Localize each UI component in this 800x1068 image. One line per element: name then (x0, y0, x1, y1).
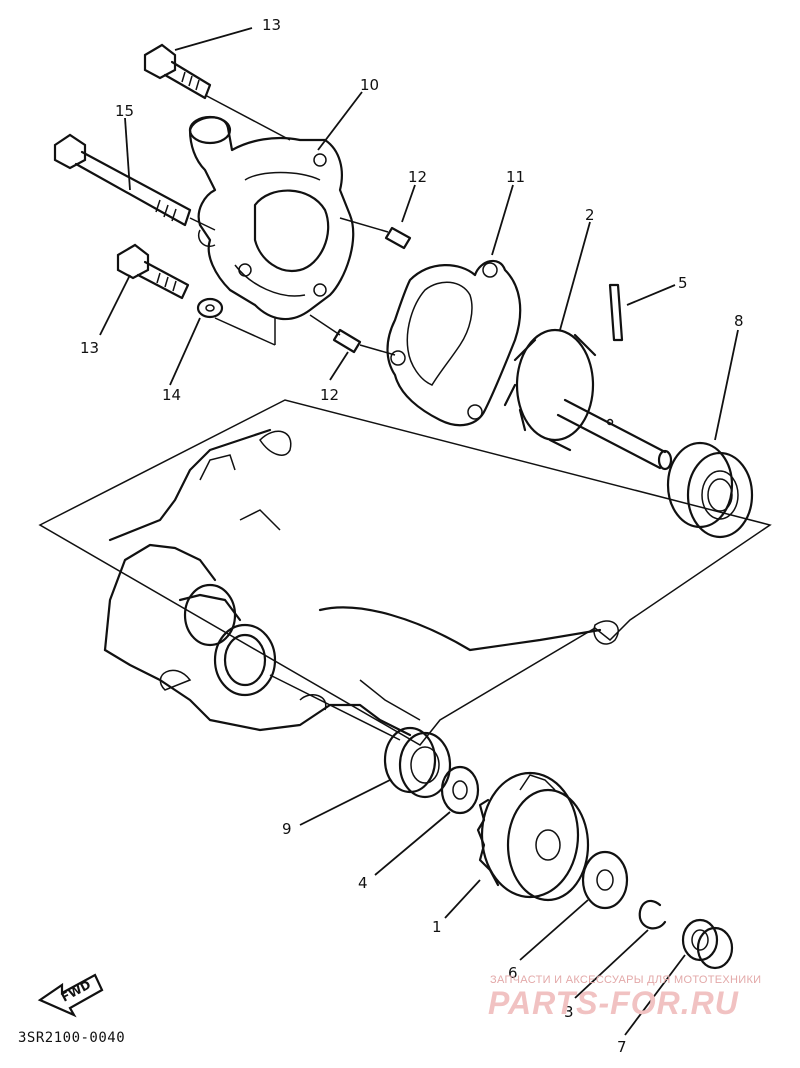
dowel-pin-12-bottom (332, 328, 362, 354)
watermark-tagline: ЗАПЧАСТИ И АКСЕССУАРЫ ДЛЯ МОТОТЕХНИКИ (490, 974, 762, 986)
callout-14: 14 (162, 386, 181, 404)
collar-7 (681, 918, 734, 970)
callout-1: 1 (432, 918, 442, 936)
callout-12-top: 12 (408, 168, 427, 186)
callout-7: 7 (617, 1038, 627, 1056)
washer-14 (196, 297, 224, 319)
callout-8: 8 (734, 312, 744, 330)
callout-5: 5 (678, 274, 688, 292)
gear-1 (476, 771, 590, 902)
callout-3: 3 (564, 1003, 574, 1021)
bolt-15-long (53, 133, 192, 227)
callout-4: 4 (358, 874, 368, 892)
washer-6 (581, 850, 629, 910)
callout-11: 11 (506, 168, 525, 186)
gasket-11 (386, 259, 522, 427)
bearing-8 (666, 441, 754, 539)
callout-15: 15 (115, 102, 134, 120)
washer-4 (440, 765, 480, 815)
callout-13-top: 13 (262, 16, 281, 34)
fwd-arrow-icon: FWD (37, 973, 104, 1018)
watermark-logo: PARTS-FOR.RU (488, 985, 739, 1021)
bearing-9 (383, 726, 452, 799)
impeller-2 (503, 328, 673, 471)
circlip-3 (638, 899, 667, 930)
bolt-13-top (143, 43, 212, 100)
pin-5 (608, 283, 624, 342)
crankcase-cover (38, 399, 772, 746)
diagram-code: 3SR2100-0040 (18, 1030, 126, 1046)
callout-6: 6 (508, 964, 518, 982)
callout-12-bottom: 12 (320, 386, 339, 404)
dowel-pin-12-top (384, 226, 412, 250)
callout-9: 9 (282, 820, 292, 838)
callout-13-bottom: 13 (80, 339, 99, 357)
callout-10: 10 (360, 76, 379, 94)
bolt-13-bottom (116, 243, 190, 300)
callout-numbers: 13 10 15 12 11 2 5 8 13 14 12 9 4 1 6 3 … (80, 16, 744, 1056)
callout-2: 2 (585, 206, 595, 224)
pump-housing (188, 115, 355, 321)
leader-lines (99, 27, 739, 1036)
